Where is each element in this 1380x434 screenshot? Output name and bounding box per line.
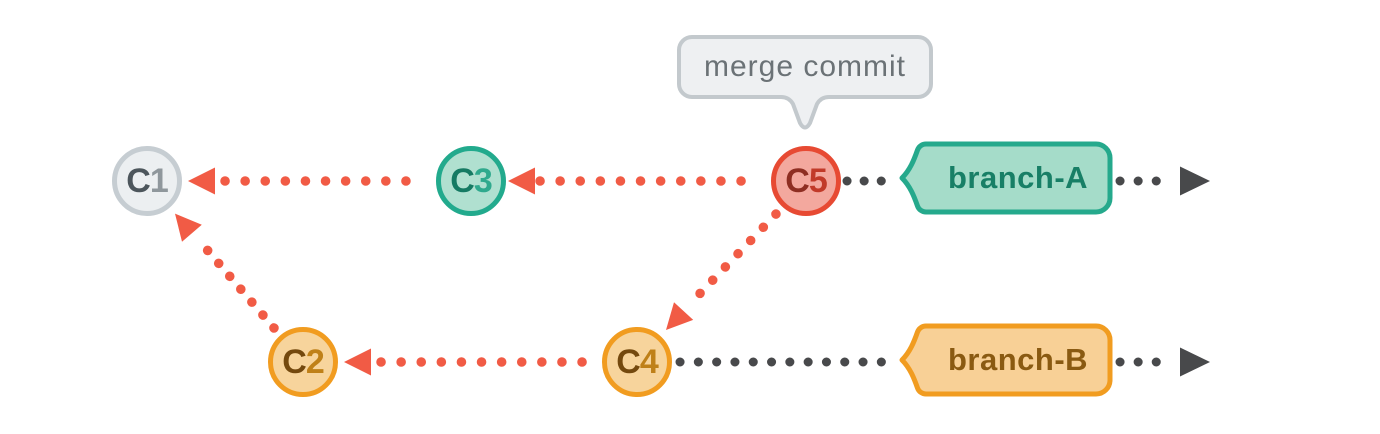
arrowhead-c4-to-c2-icon — [344, 348, 371, 376]
timeline-arrowhead-branch-b-icon — [1180, 347, 1210, 377]
commit-letter: C — [126, 162, 151, 200]
tooltip-text: merge commit — [703, 50, 907, 83]
commit-number: 4 — [639, 343, 659, 381]
commit-number: 3 — [473, 162, 493, 200]
commit-number: 1 — [149, 162, 169, 200]
branch-a-label: branch-A — [947, 160, 1089, 195]
timeline-arrowhead-branch-a-icon — [1180, 166, 1210, 196]
arrowhead-c5-to-c4-icon — [666, 302, 694, 330]
tooltip-bubble — [677, 35, 933, 130]
commit-letter: C — [785, 162, 810, 200]
arrowhead-c3-to-c1-icon — [188, 167, 215, 195]
commit-letter: C — [450, 162, 475, 200]
commit-letter: C — [616, 343, 641, 381]
parent-edge-c5-to-c4 — [683, 209, 781, 311]
branch-b-tag-shape — [899, 323, 1113, 397]
branch-b-label: branch-B — [947, 342, 1089, 377]
commit-number: 2 — [305, 343, 325, 381]
arrowhead-c5-to-c3-icon — [508, 167, 535, 195]
arrowhead-c2-to-c1-icon — [175, 213, 202, 242]
commit-letter: C — [282, 343, 307, 381]
commit-number: 5 — [808, 162, 828, 200]
parent-edge-c2-to-c1 — [192, 233, 279, 333]
branch-a-tag-shape — [899, 141, 1113, 215]
